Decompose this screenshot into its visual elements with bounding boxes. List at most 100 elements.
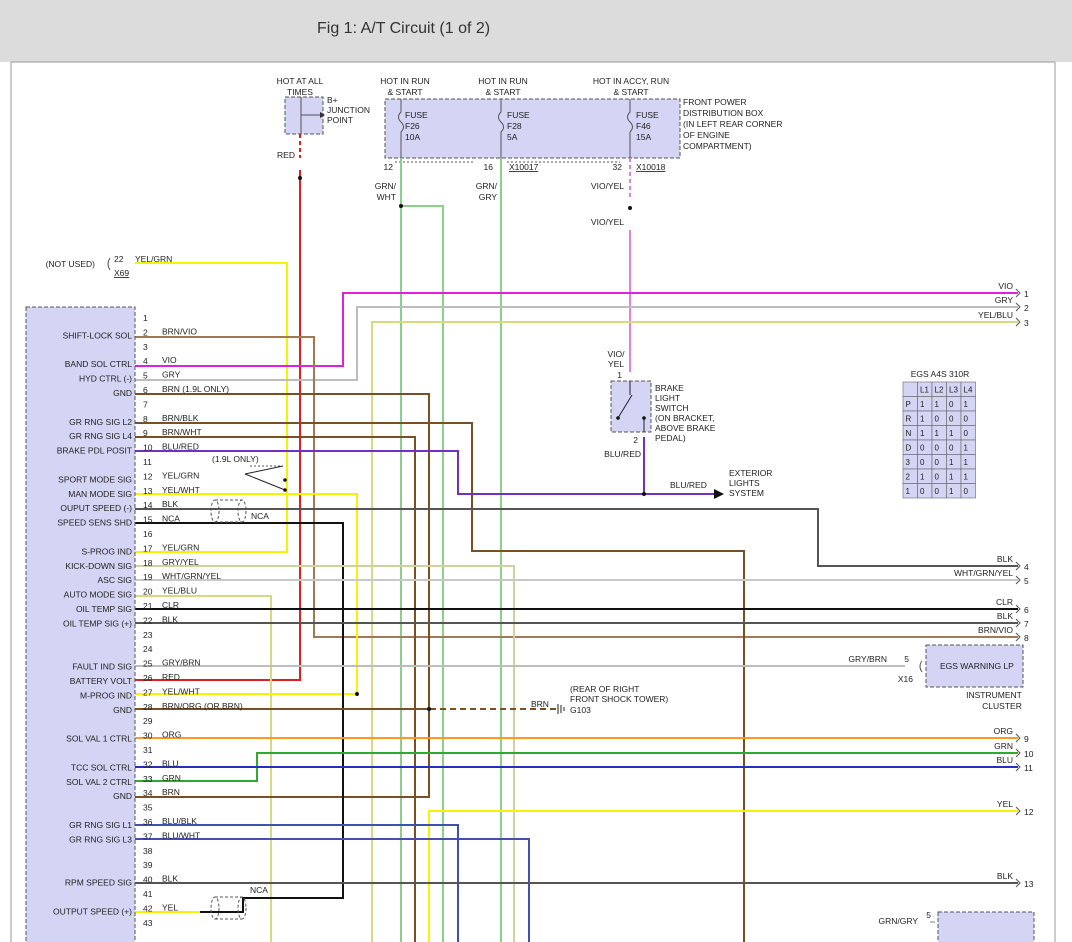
egs-table-value: 0 <box>964 487 969 496</box>
exterior-3: SYSTEM <box>729 488 764 498</box>
module-pin-number: 42 <box>143 903 153 913</box>
wire-yel-blu-3 <box>371 321 1018 942</box>
box-label-2: DISTRIBUTION BOX <box>683 108 764 118</box>
egs-table-value: 0 <box>949 415 954 424</box>
egs-warning-wire: GRY/BRN <box>848 654 887 664</box>
egs-table-value: 1 <box>964 458 969 467</box>
shield-1b <box>237 499 247 523</box>
right-edge-number: 1 <box>1024 289 1029 299</box>
module-pin-label: SOL VAL 2 CTRL <box>66 777 132 787</box>
module-pin-wire: YEL/WHT <box>162 485 200 495</box>
module-pin-number: 20 <box>143 587 153 597</box>
fuse-f28-icon <box>498 99 504 158</box>
brake-switch-box <box>610 380 652 433</box>
right-edge-label: YEL/BLU <box>978 310 1013 320</box>
module-pin-number: 2 <box>143 327 148 337</box>
module-pin-wire: YEL/BLU <box>162 586 197 596</box>
right-edge-number: 4 <box>1024 562 1029 572</box>
junction-label-2: JUNCTION <box>327 105 370 115</box>
hot-run-2-line2: & START <box>485 87 520 97</box>
module-pin-label: OUPUT SPEED (-) <box>60 503 132 513</box>
not-used-wire: YEL/GRN <box>135 254 172 264</box>
junction-label-3: POINT <box>327 115 353 125</box>
egs-table-value: L3 <box>949 386 958 395</box>
module-pin-number: 40 <box>143 875 153 885</box>
egs-table-value: 0 <box>935 444 940 453</box>
pin-32: 32 <box>613 162 623 172</box>
right-edge-number: 3 <box>1024 318 1029 328</box>
module-pin-number: 32 <box>143 759 153 769</box>
not-used-pin: 22 <box>114 254 124 264</box>
egs-table-value: 2 <box>906 473 911 482</box>
egs-table-value: 1 <box>949 458 954 467</box>
fuse3-line2: F46 <box>636 121 651 131</box>
module-pin-number: 31 <box>143 745 153 755</box>
egs-table-value: L2 <box>935 386 944 395</box>
wire-red-battery <box>135 170 301 681</box>
module-pin-number: 9 <box>143 428 148 438</box>
wire-grn-wht-branch <box>401 205 444 942</box>
right-edge-number: 6 <box>1024 605 1029 615</box>
module-pin-wire: BRN <box>162 787 180 797</box>
right-edge-label: BLU <box>996 755 1013 765</box>
module-pin-label: TCC SOL CTRL <box>71 762 132 772</box>
splice-red <box>298 176 302 180</box>
fuse1-line1: FUSE <box>405 110 428 120</box>
fuse1-line2: F26 <box>405 121 420 131</box>
figure-header: Fig 1: A/T Circuit (1 of 2) <box>0 0 1072 62</box>
module-pin-wire: GRN <box>162 773 181 783</box>
right-edge-number: 13 <box>1024 879 1034 889</box>
egs-warning-conn: X16 <box>898 674 913 684</box>
module-pin-wire: BLU/RED <box>162 442 199 452</box>
brake-contact-1 <box>616 416 620 420</box>
right-edge-label: YEL <box>997 799 1013 809</box>
right-edge-label: ORG <box>994 726 1013 736</box>
front-power-distribution-box: HOT IN RUN & START HOT IN RUN & START HO… <box>375 76 783 227</box>
wire-grn-wht-line1: GRN/ <box>375 181 397 191</box>
brake-switch-arm <box>617 394 633 419</box>
egs-table-value: L1 <box>920 386 929 395</box>
module-pin-number: 17 <box>143 543 153 553</box>
wire-brn-blk <box>135 422 745 942</box>
module-pin-label: GND <box>113 388 132 398</box>
right-edge-number: 5 <box>1024 576 1029 586</box>
module-pin-label: S-PROG IND <box>81 546 132 556</box>
right-edge-label: WHT/GRN/YEL <box>954 568 1013 578</box>
egs-table-value: 0 <box>920 444 925 453</box>
nca-shields <box>210 499 247 920</box>
module-pin-wire: YEL/WHT <box>162 686 200 696</box>
module-pin-number: 14 <box>143 500 153 510</box>
module-pin-label: ASC SIG <box>98 575 132 585</box>
wire-yel-grn-not-used <box>135 262 288 553</box>
module-pin-wire: BRN/WHT <box>162 427 202 437</box>
cluster-2: CLUSTER <box>982 701 1022 711</box>
wire-vio-1 <box>135 292 1018 367</box>
right-edge-arrow-icon <box>1015 288 1021 298</box>
module-pin-number: 4 <box>143 356 148 366</box>
brake-label-5: ABOVE BRAKE <box>655 423 716 433</box>
module-pin-label: SPORT MODE SIG <box>58 474 132 484</box>
egs-warning-box <box>925 644 1024 688</box>
hot-at-all-times-line1: HOT AT ALL <box>277 76 324 86</box>
switch-arm <box>244 473 286 491</box>
nca-label-1: NCA <box>251 511 269 521</box>
fuse2-line1: FUSE <box>507 110 530 120</box>
egs-table-value: 0 <box>935 458 940 467</box>
module-pin-number: 25 <box>143 659 153 669</box>
fuse3-line1: FUSE <box>636 110 659 120</box>
wire-blu-red <box>135 450 714 495</box>
module-pin-label: BRAKE PDL POSIT <box>57 446 132 456</box>
module-pin-number: 11 <box>143 457 152 467</box>
brake-label-4: (ON BRACKET, <box>655 413 715 423</box>
module-pin-label: OIL TEMP SIG (+) <box>63 618 132 628</box>
right-edge-label: GRN <box>994 741 1013 751</box>
egs-table-value: 1 <box>964 473 969 482</box>
egs-table-value: 0 <box>964 415 969 424</box>
wire-blk-4 <box>135 508 1018 567</box>
egs-table-value: 0 <box>935 415 940 424</box>
module-pin-wire: NCA <box>162 514 180 524</box>
junction-label-1: B+ <box>327 95 338 105</box>
connector-x10017: X10017 <box>509 162 539 172</box>
module-pin-number: 19 <box>143 572 153 582</box>
